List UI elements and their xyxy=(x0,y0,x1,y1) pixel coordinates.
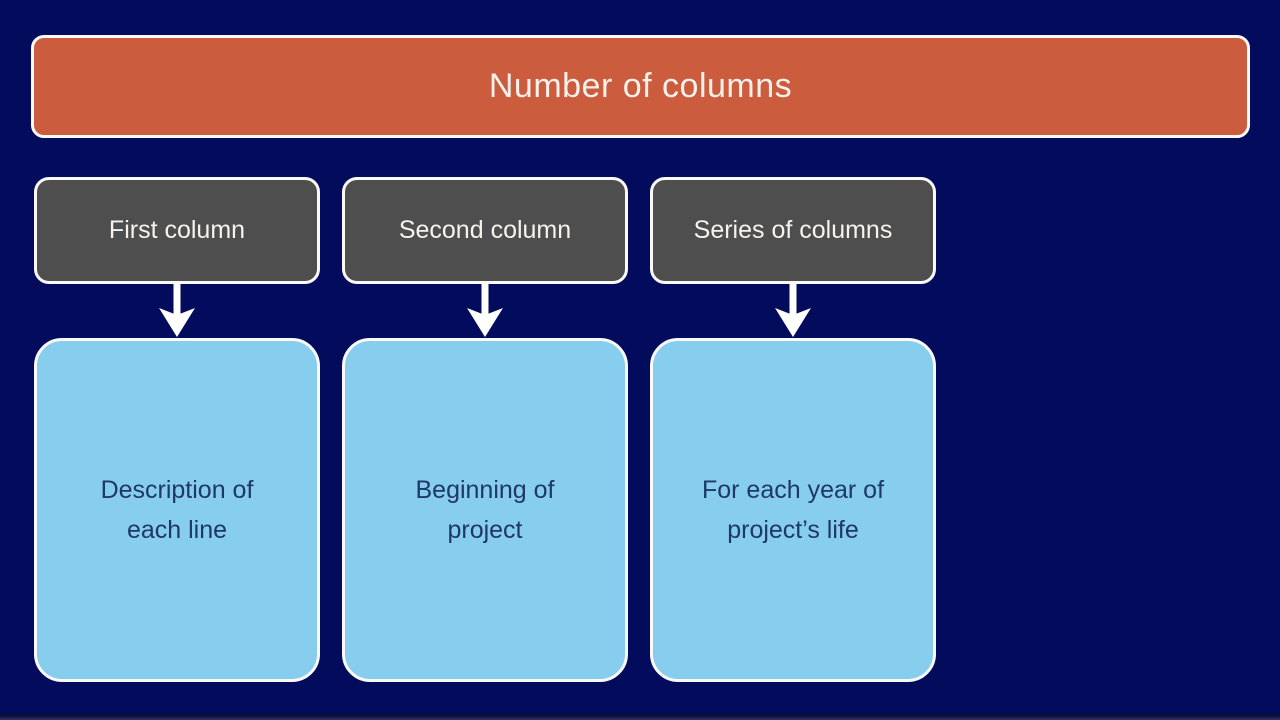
header-label: Second column xyxy=(398,216,572,244)
header-label: Series of columns xyxy=(693,216,893,244)
body-label: Description of each line xyxy=(100,476,254,544)
down-arrow-icon xyxy=(775,284,811,337)
down-arrow-icon xyxy=(467,284,503,337)
down-arrow-icon xyxy=(159,284,195,337)
title-banner: Number of columns xyxy=(31,35,1250,138)
body-box-first-column: Description of each line xyxy=(34,338,320,682)
body-label: For each year of project’s life xyxy=(701,476,885,544)
header-label: First column xyxy=(108,216,246,244)
header-box-first-column: First column xyxy=(34,177,320,284)
body-box-second-column: Beginning of project xyxy=(342,338,628,682)
header-box-second-column: Second column xyxy=(342,177,628,284)
body-box-series-of-columns: For each year of project’s life xyxy=(650,338,936,682)
body-label: Beginning of project xyxy=(415,476,555,544)
slide-title: Number of columns xyxy=(488,67,793,105)
video-bottom-edge xyxy=(0,711,1280,720)
header-box-series-of-columns: Series of columns xyxy=(650,177,936,284)
